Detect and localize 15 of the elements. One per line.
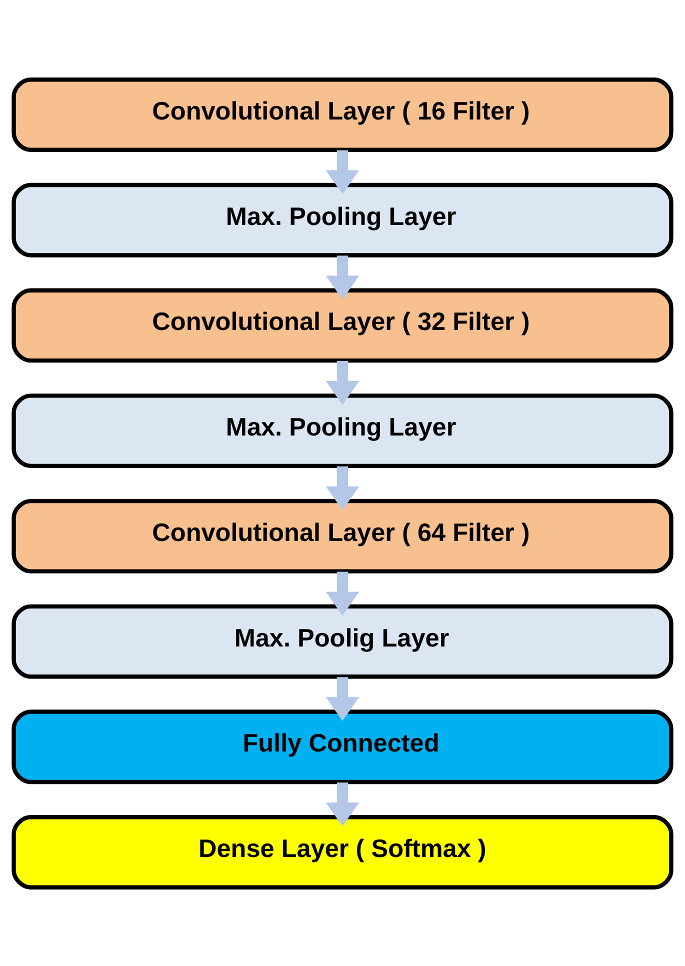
node-box: Convolutional Layer ( 64 Filter ) (12, 498, 674, 573)
node-box: Max. Pooling Layer (12, 182, 674, 257)
arrow (326, 150, 360, 194)
arrow (326, 360, 360, 404)
arrow (326, 466, 360, 510)
node-box: Convolutional Layer ( 32 Filter ) (12, 288, 674, 362)
node-box: Max. Pooling Layer (12, 393, 674, 468)
arrow (326, 255, 360, 299)
node-box: Fully Connected (12, 709, 674, 784)
arrow (326, 782, 360, 826)
node-box: Dense Layer ( Softmax ) (12, 814, 674, 889)
node-box: Max. Poolig Layer (12, 604, 674, 678)
arrow (326, 676, 360, 720)
node-box: Convolutional Layer ( 16 Filter ) (12, 77, 674, 152)
arrow (326, 571, 360, 616)
